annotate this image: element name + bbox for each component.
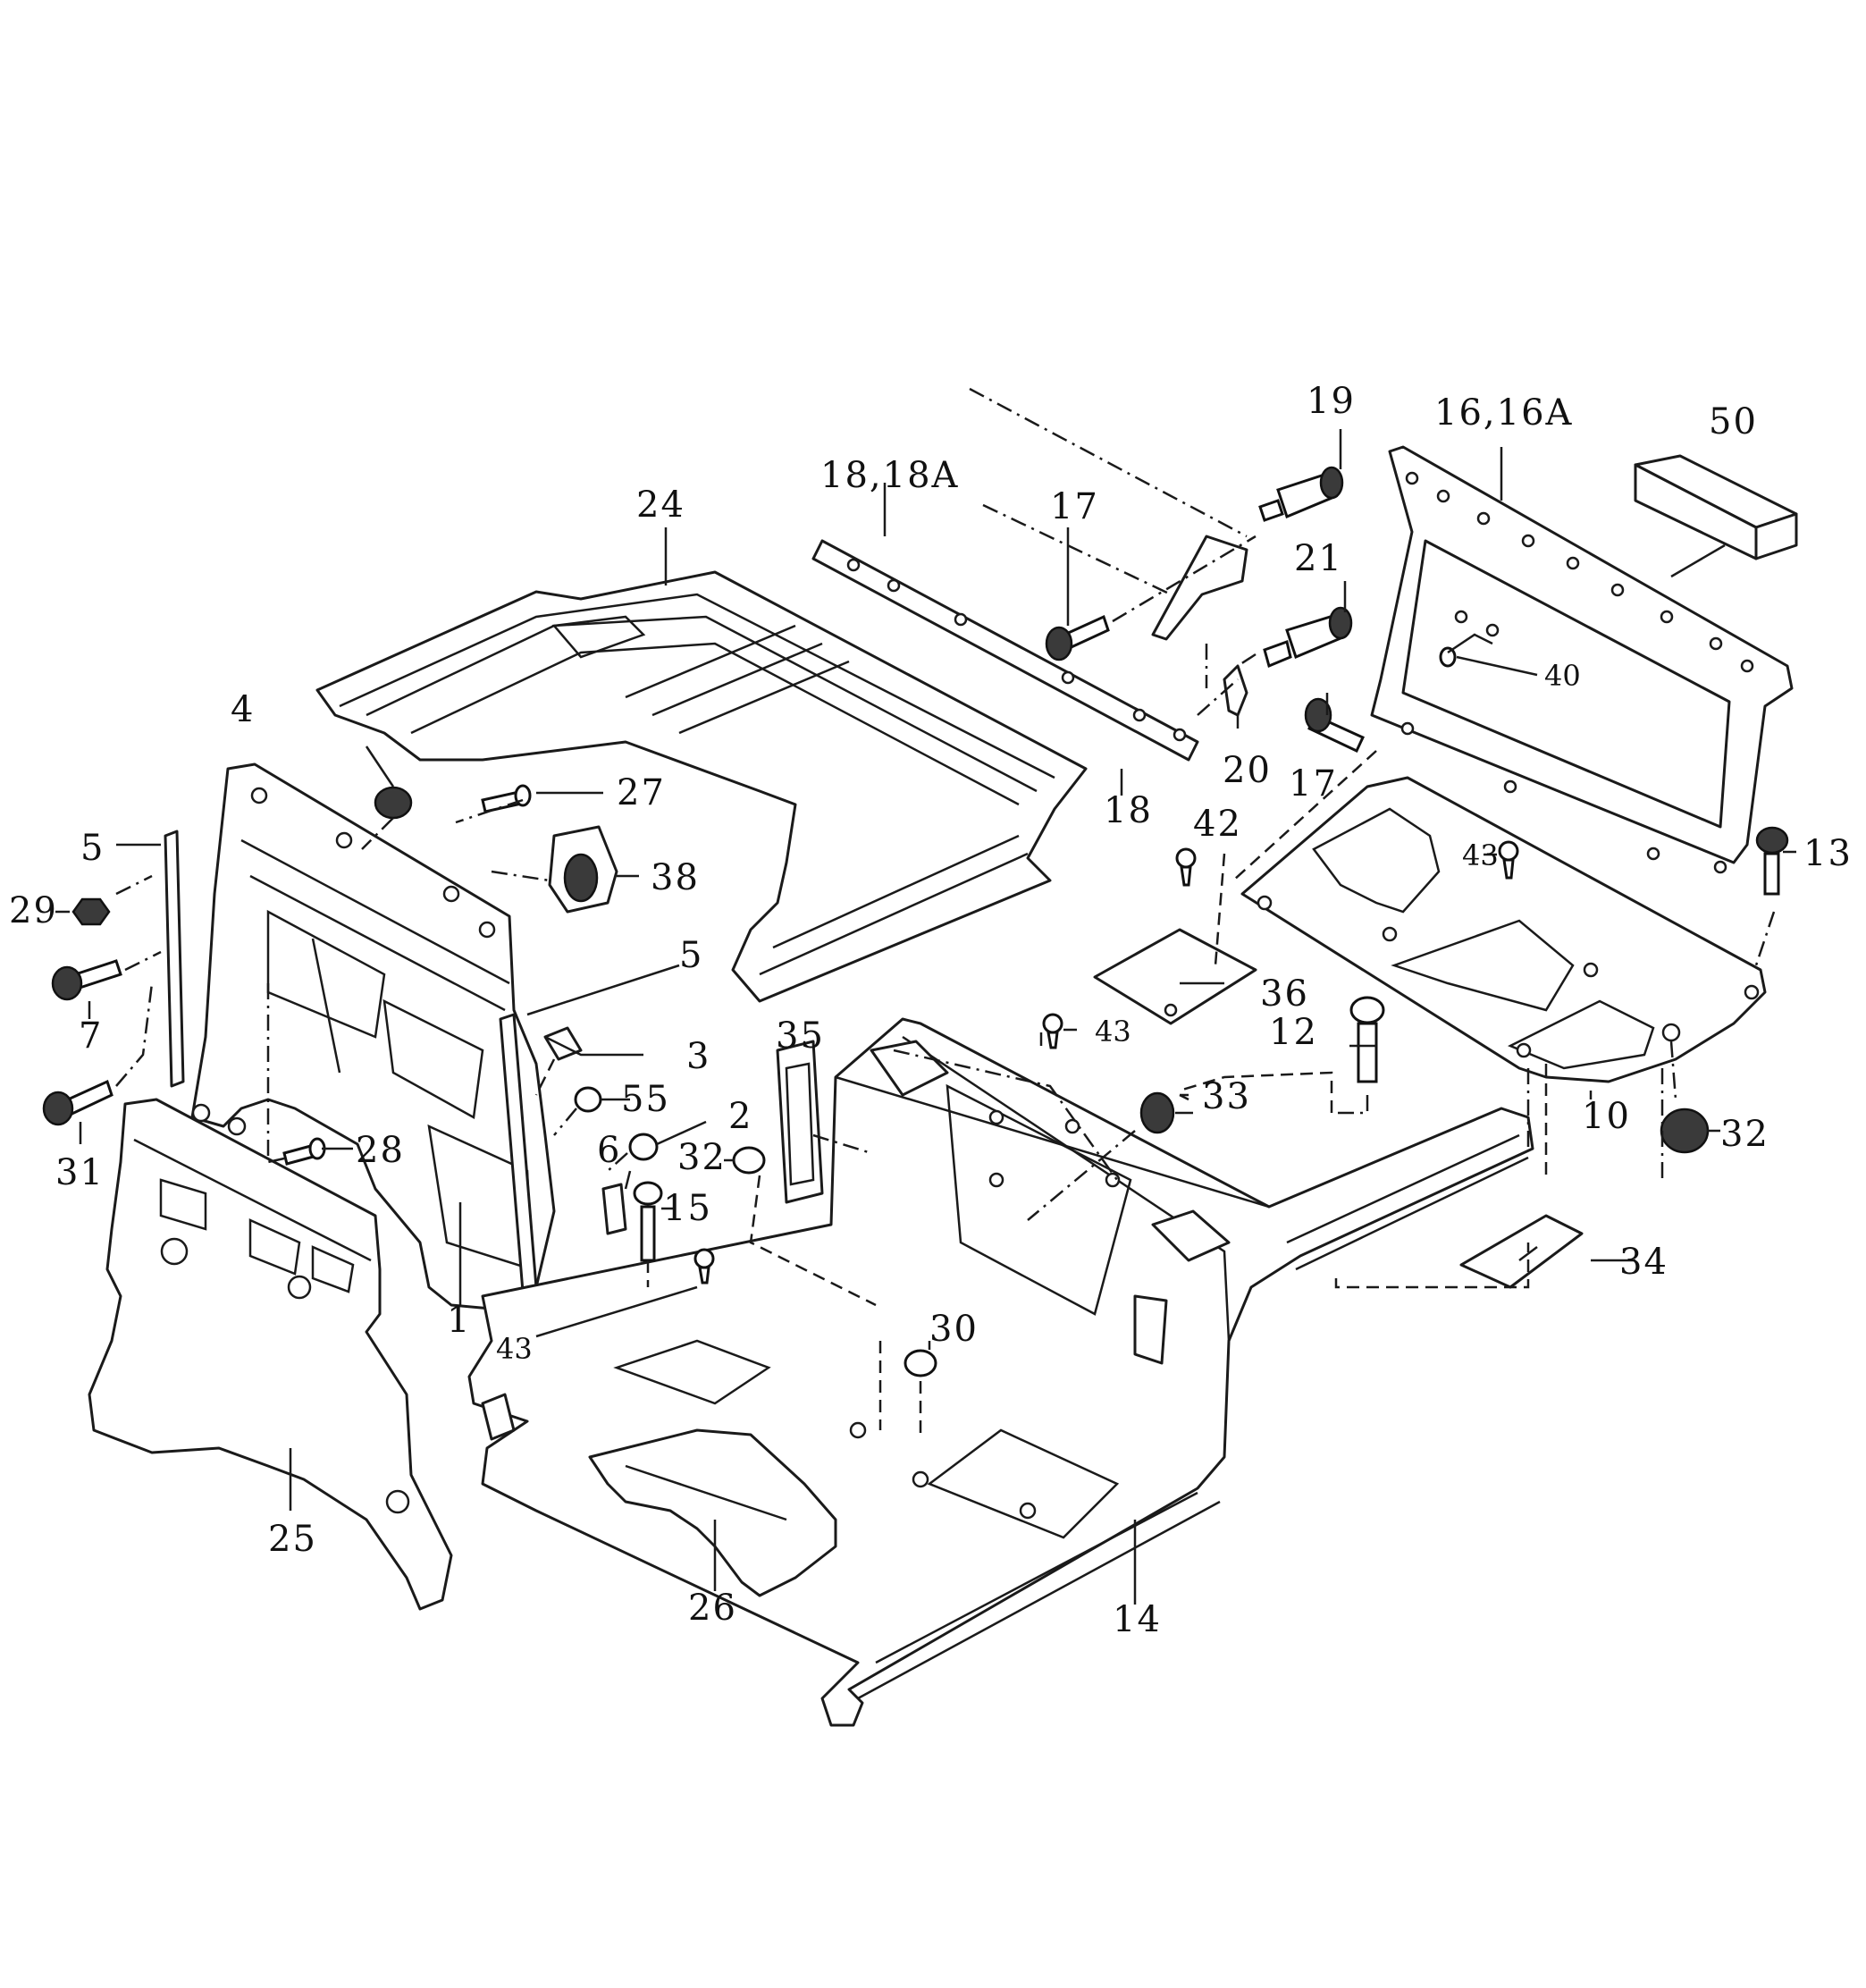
grommet-4 xyxy=(374,786,413,820)
callout-5-upper: 5 xyxy=(80,828,105,869)
callout-4: 4 xyxy=(231,689,255,730)
callout-17-lower: 17 xyxy=(1289,763,1338,804)
callout-13: 13 xyxy=(1803,833,1853,874)
bolt-19 xyxy=(1258,466,1344,522)
callout-16-16a: 16,16A xyxy=(1434,392,1573,434)
bolt-31 xyxy=(42,1079,113,1126)
callout-43-left: 43 xyxy=(496,1332,533,1366)
bolt-12 xyxy=(1349,996,1385,1083)
firewall-part-1 xyxy=(190,762,556,1311)
bolt-7 xyxy=(51,959,122,1001)
callout-25: 25 xyxy=(268,1519,317,1560)
bracket-strip-part-18 xyxy=(811,539,1199,762)
callout-50: 50 xyxy=(1709,401,1758,442)
callout-10: 10 xyxy=(1582,1096,1631,1137)
callout-30: 30 xyxy=(929,1309,979,1350)
callout-35: 35 xyxy=(776,1015,825,1057)
grille-part-35 xyxy=(776,1040,824,1204)
callout-28: 28 xyxy=(356,1130,405,1171)
callout-5-lower: 5 xyxy=(679,935,703,976)
callout-40: 40 xyxy=(1544,659,1581,693)
callout-7: 7 xyxy=(79,1015,103,1057)
callout-18: 18 xyxy=(1104,790,1153,831)
bolt-21 xyxy=(1263,606,1353,669)
hardware xyxy=(42,466,1789,1377)
callout-18-18a: 18,18A xyxy=(820,455,959,496)
clip-43-center xyxy=(1042,1013,1063,1049)
callout-43-right: 43 xyxy=(1462,838,1499,872)
grommet-55 xyxy=(574,1086,602,1113)
callout-19: 19 xyxy=(1307,381,1356,422)
spacer-part-6 xyxy=(601,1183,627,1235)
grommet-38 xyxy=(548,825,618,914)
callout-1: 1 xyxy=(447,1300,471,1341)
callout-24: 24 xyxy=(636,484,685,526)
back-panel-part-16 xyxy=(1370,445,1794,874)
plug-32-right xyxy=(1660,1108,1710,1154)
callout-55: 55 xyxy=(621,1079,670,1120)
clip-43-left xyxy=(693,1248,715,1285)
callout-20: 20 xyxy=(1223,750,1272,791)
bolt-17-upper xyxy=(1045,614,1110,661)
callout-26: 26 xyxy=(688,1588,737,1629)
callout-6: 6 xyxy=(597,1130,621,1171)
callout-36: 36 xyxy=(1260,973,1309,1015)
bolt-27 xyxy=(481,784,532,813)
callout-17-upper: 17 xyxy=(1050,486,1099,527)
insulation-part-26 xyxy=(588,1428,837,1597)
callout-31: 31 xyxy=(55,1152,105,1193)
callout-29: 29 xyxy=(9,890,58,931)
callout-43-center: 43 xyxy=(1095,1015,1131,1049)
angle-bracket xyxy=(1151,535,1248,717)
callout-32-left: 32 xyxy=(677,1137,727,1178)
nut-29 xyxy=(71,897,111,926)
clip-42 xyxy=(1175,847,1197,887)
callout-14: 14 xyxy=(1113,1599,1162,1640)
callout-32-right: 32 xyxy=(1720,1114,1769,1155)
pad-part-34 xyxy=(1459,1214,1584,1289)
plate-part-10 xyxy=(1240,776,1767,1083)
bolt-17-lower xyxy=(1304,697,1365,753)
leader-lines xyxy=(55,387,1796,1605)
callout-15: 15 xyxy=(663,1188,712,1229)
clip-43-right xyxy=(1498,840,1519,880)
callout-labels: 19 16,16A 50 18,18A 24 17 21 40 4 27 20 … xyxy=(9,381,1853,1640)
callout-12: 12 xyxy=(1269,1012,1318,1053)
callout-27: 27 xyxy=(617,772,666,813)
plug-30 xyxy=(904,1349,937,1377)
block-part-50 xyxy=(1634,454,1798,560)
plug-32-left xyxy=(732,1146,766,1175)
insulation-pad-part-25 xyxy=(88,1098,453,1611)
bolt-13 xyxy=(1755,826,1789,896)
floor-pan-part-24 xyxy=(315,570,1088,1003)
callout-38: 38 xyxy=(651,857,700,898)
callout-3: 3 xyxy=(686,1036,710,1077)
bolt-15 xyxy=(633,1181,663,1262)
callout-33: 33 xyxy=(1202,1076,1251,1117)
callout-21: 21 xyxy=(1294,538,1343,579)
callout-34: 34 xyxy=(1619,1242,1668,1283)
callout-42: 42 xyxy=(1193,804,1242,845)
pad-part-3 xyxy=(543,1026,583,1061)
bolt-28 xyxy=(282,1137,326,1166)
grommet-33 xyxy=(1139,1091,1175,1134)
main-floor-part-14 xyxy=(467,1017,1534,1727)
grommet-2 xyxy=(628,1133,659,1161)
clip-40 xyxy=(1439,646,1457,668)
cover-part-36 xyxy=(1093,928,1257,1025)
callout-2: 2 xyxy=(728,1096,752,1137)
